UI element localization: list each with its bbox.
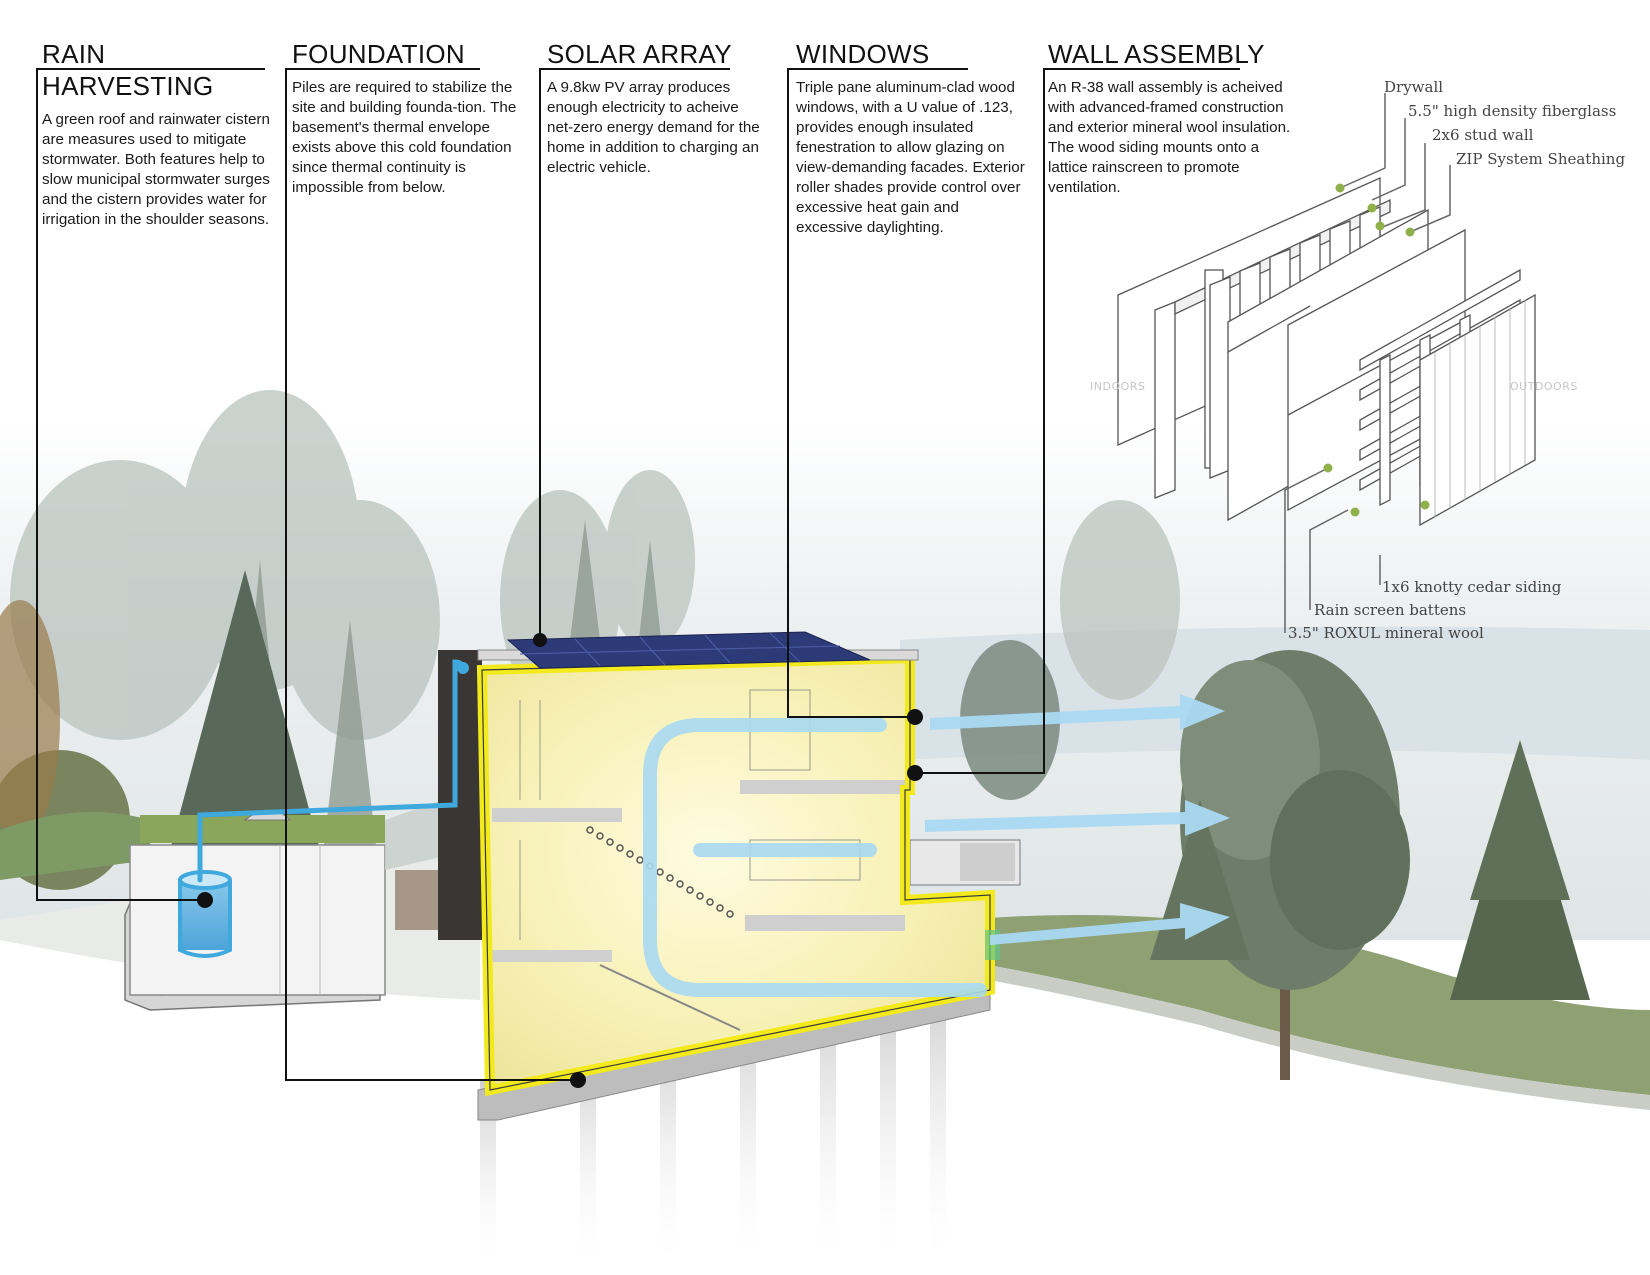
wall-layer-dots [1323, 183, 1430, 517]
airflow-loop [643, 718, 987, 997]
section-body: A green roof and rainwater cistern are m… [42, 111, 270, 228]
callout-leaders [36, 68, 1045, 1081]
label-roxul: 3.5" ROXUL mineral wool [1288, 624, 1484, 642]
label-rain-screen-battens: Rain screen battens [1314, 601, 1467, 619]
label-fiberglass: 5.5" high density fiberglass [1408, 102, 1617, 120]
section-foundation: FOUNDATION Piles are required to stabili… [292, 38, 524, 198]
section-body: Triple pane aluminum-clad wood windows, … [796, 79, 1025, 236]
wall-assembly-exploded [1117, 176, 1536, 527]
label-drywall: Drywall [1384, 78, 1444, 96]
section-title: WINDOWS [796, 39, 930, 69]
house-section [438, 649, 1021, 1121]
garage-structure [124, 790, 470, 1011]
label-zip-sheathing: ZIP System Sheathing [1456, 150, 1626, 168]
label-outdoors: OUTDOORS [1510, 380, 1578, 393]
cistern [178, 870, 232, 958]
section-title: RAIN HARVESTING [42, 39, 214, 101]
section-body: An R-38 wall assembly is acheived with a… [1048, 79, 1291, 196]
section-body: Piles are required to stabilize the site… [292, 79, 517, 196]
airflow-arrows [925, 694, 1230, 945]
section-title: FOUNDATION [292, 39, 465, 69]
section-windows: WINDOWS Triple pane aluminum-clad wood w… [796, 38, 1026, 238]
label-stud-wall: 2x6 stud wall [1432, 126, 1534, 144]
foundation-piles [480, 990, 946, 1275]
section-title: SOLAR ARRAY [547, 39, 732, 69]
section-title: WALL ASSEMBLY [1048, 39, 1265, 69]
wall-layer-leaders [1284, 93, 1451, 633]
label-indoors: INDOORS [1090, 380, 1146, 393]
label-cedar-siding: 1x6 knotty cedar siding [1382, 578, 1562, 596]
section-solar-array: SOLAR ARRAY A 9.8kw PV array produces en… [547, 38, 762, 178]
section-wall-assembly: WALL ASSEMBLY An R-38 wall assembly is a… [1048, 38, 1293, 198]
section-rain-harvesting: RAIN HARVESTING A green roof and rainwat… [42, 38, 277, 230]
callout-dots [197, 633, 923, 1088]
solar-array [506, 631, 871, 669]
section-body: A 9.8kw PV array produces enough electri… [547, 79, 760, 176]
